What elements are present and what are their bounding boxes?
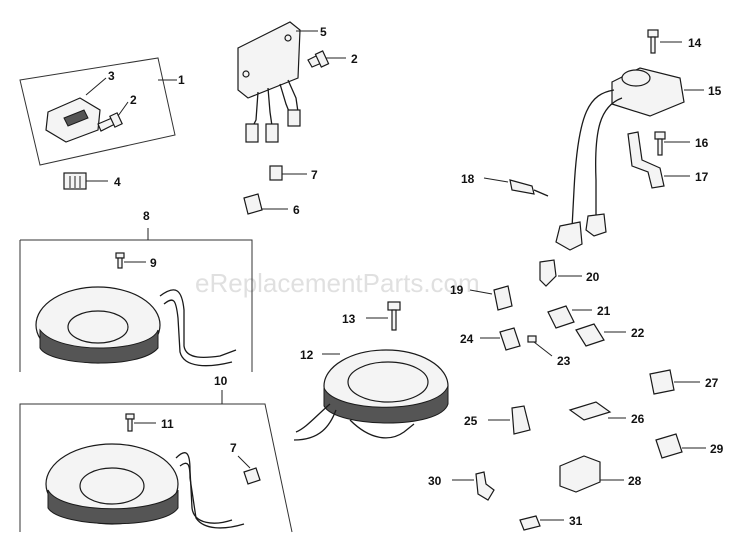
spark-plug-boot-right[interactable] xyxy=(585,213,607,237)
callout-2-right: 2 xyxy=(351,52,358,66)
callout-31: 31 xyxy=(569,514,583,528)
ignition-group: 14 15 16 17 18 xyxy=(461,29,722,251)
stator-10-group: 10 11 7 xyxy=(19,374,293,533)
screw-part-9[interactable] xyxy=(115,252,125,269)
callout-30: 30 xyxy=(428,474,442,488)
stator-part-10[interactable] xyxy=(45,443,245,529)
regulator-part-5[interactable] xyxy=(237,21,301,143)
watermark-text: eReplacementParts.com xyxy=(195,268,480,298)
bolt-part-16[interactable] xyxy=(654,131,666,156)
screw-part-13[interactable] xyxy=(387,301,401,331)
part-24[interactable] xyxy=(499,327,521,351)
callout-18: 18 xyxy=(461,172,475,186)
stator-8-frame xyxy=(20,239,253,372)
callout-7-top: 7 xyxy=(311,168,318,182)
callout-28: 28 xyxy=(628,474,642,488)
part-22[interactable] xyxy=(575,323,605,347)
callout-19: 19 xyxy=(450,283,464,297)
spark-plug-part-18[interactable] xyxy=(509,179,549,197)
regulator-group: 5 2 7 6 xyxy=(237,21,358,217)
spark-plug-boot-left[interactable] xyxy=(555,221,583,251)
part-21[interactable] xyxy=(547,305,575,329)
bolt-part-14[interactable] xyxy=(647,29,659,54)
callout-25: 25 xyxy=(464,414,478,428)
part-31[interactable] xyxy=(519,515,541,531)
callout-21: 21 xyxy=(597,304,611,318)
part-27[interactable] xyxy=(649,369,675,395)
callout-10: 10 xyxy=(214,374,228,388)
callout-22: 22 xyxy=(631,326,645,340)
ignition-coil-part-15[interactable] xyxy=(571,67,685,229)
stator-12-group: 13 12 xyxy=(293,301,449,441)
screw-part-11[interactable] xyxy=(125,413,135,432)
part-28[interactable] xyxy=(559,455,601,493)
terminal-part-7-bottom[interactable] xyxy=(243,467,261,485)
part-19[interactable] xyxy=(493,285,513,311)
rectifier-kit-group: 1 3 2 4 xyxy=(19,57,185,190)
callout-12: 12 xyxy=(300,348,314,362)
stator-part-12[interactable] xyxy=(293,349,449,441)
part-25[interactable] xyxy=(511,405,531,435)
screw-part-2b[interactable] xyxy=(307,50,330,68)
callout-8: 8 xyxy=(143,209,150,223)
rectifier-part-3[interactable] xyxy=(45,97,101,143)
callout-14: 14 xyxy=(688,36,702,50)
part-20[interactable] xyxy=(539,259,557,287)
connector-part-4[interactable] xyxy=(63,172,87,190)
callout-13: 13 xyxy=(342,312,356,326)
part-30[interactable] xyxy=(475,471,495,501)
callout-24: 24 xyxy=(460,332,474,346)
rectifier-kit-frame xyxy=(19,57,176,166)
stator-8-group: 8 9 xyxy=(19,209,253,372)
callout-23: 23 xyxy=(557,354,571,368)
callout-17: 17 xyxy=(695,170,709,184)
part-26[interactable] xyxy=(568,401,612,421)
callout-7-bottom: 7 xyxy=(230,441,237,455)
callout-29: 29 xyxy=(710,442,724,456)
stator-part-8[interactable] xyxy=(35,286,237,367)
part-23[interactable] xyxy=(527,335,537,343)
part-29[interactable] xyxy=(655,433,683,459)
terminal-part-7-top[interactable] xyxy=(269,165,283,181)
callout-11: 11 xyxy=(161,417,174,431)
callout-16: 16 xyxy=(695,136,709,150)
lead-part-17[interactable] xyxy=(627,131,665,189)
callout-4: 4 xyxy=(114,175,121,189)
callout-2-left: 2 xyxy=(130,93,137,107)
small-parts-group: 20 19 21 22 24 23 27 xyxy=(428,259,724,531)
callout-5: 5 xyxy=(320,25,327,39)
callout-26: 26 xyxy=(631,412,645,426)
terminal-part-6[interactable] xyxy=(243,193,263,215)
callout-9: 9 xyxy=(150,256,157,270)
callout-3: 3 xyxy=(108,69,115,83)
callout-27: 27 xyxy=(705,376,719,390)
stator-10-frame xyxy=(19,403,293,533)
callout-6: 6 xyxy=(293,203,300,217)
screw-part-2a[interactable] xyxy=(97,112,123,132)
callout-15: 15 xyxy=(708,84,722,98)
callout-20: 20 xyxy=(586,270,600,284)
callout-1: 1 xyxy=(178,73,185,87)
